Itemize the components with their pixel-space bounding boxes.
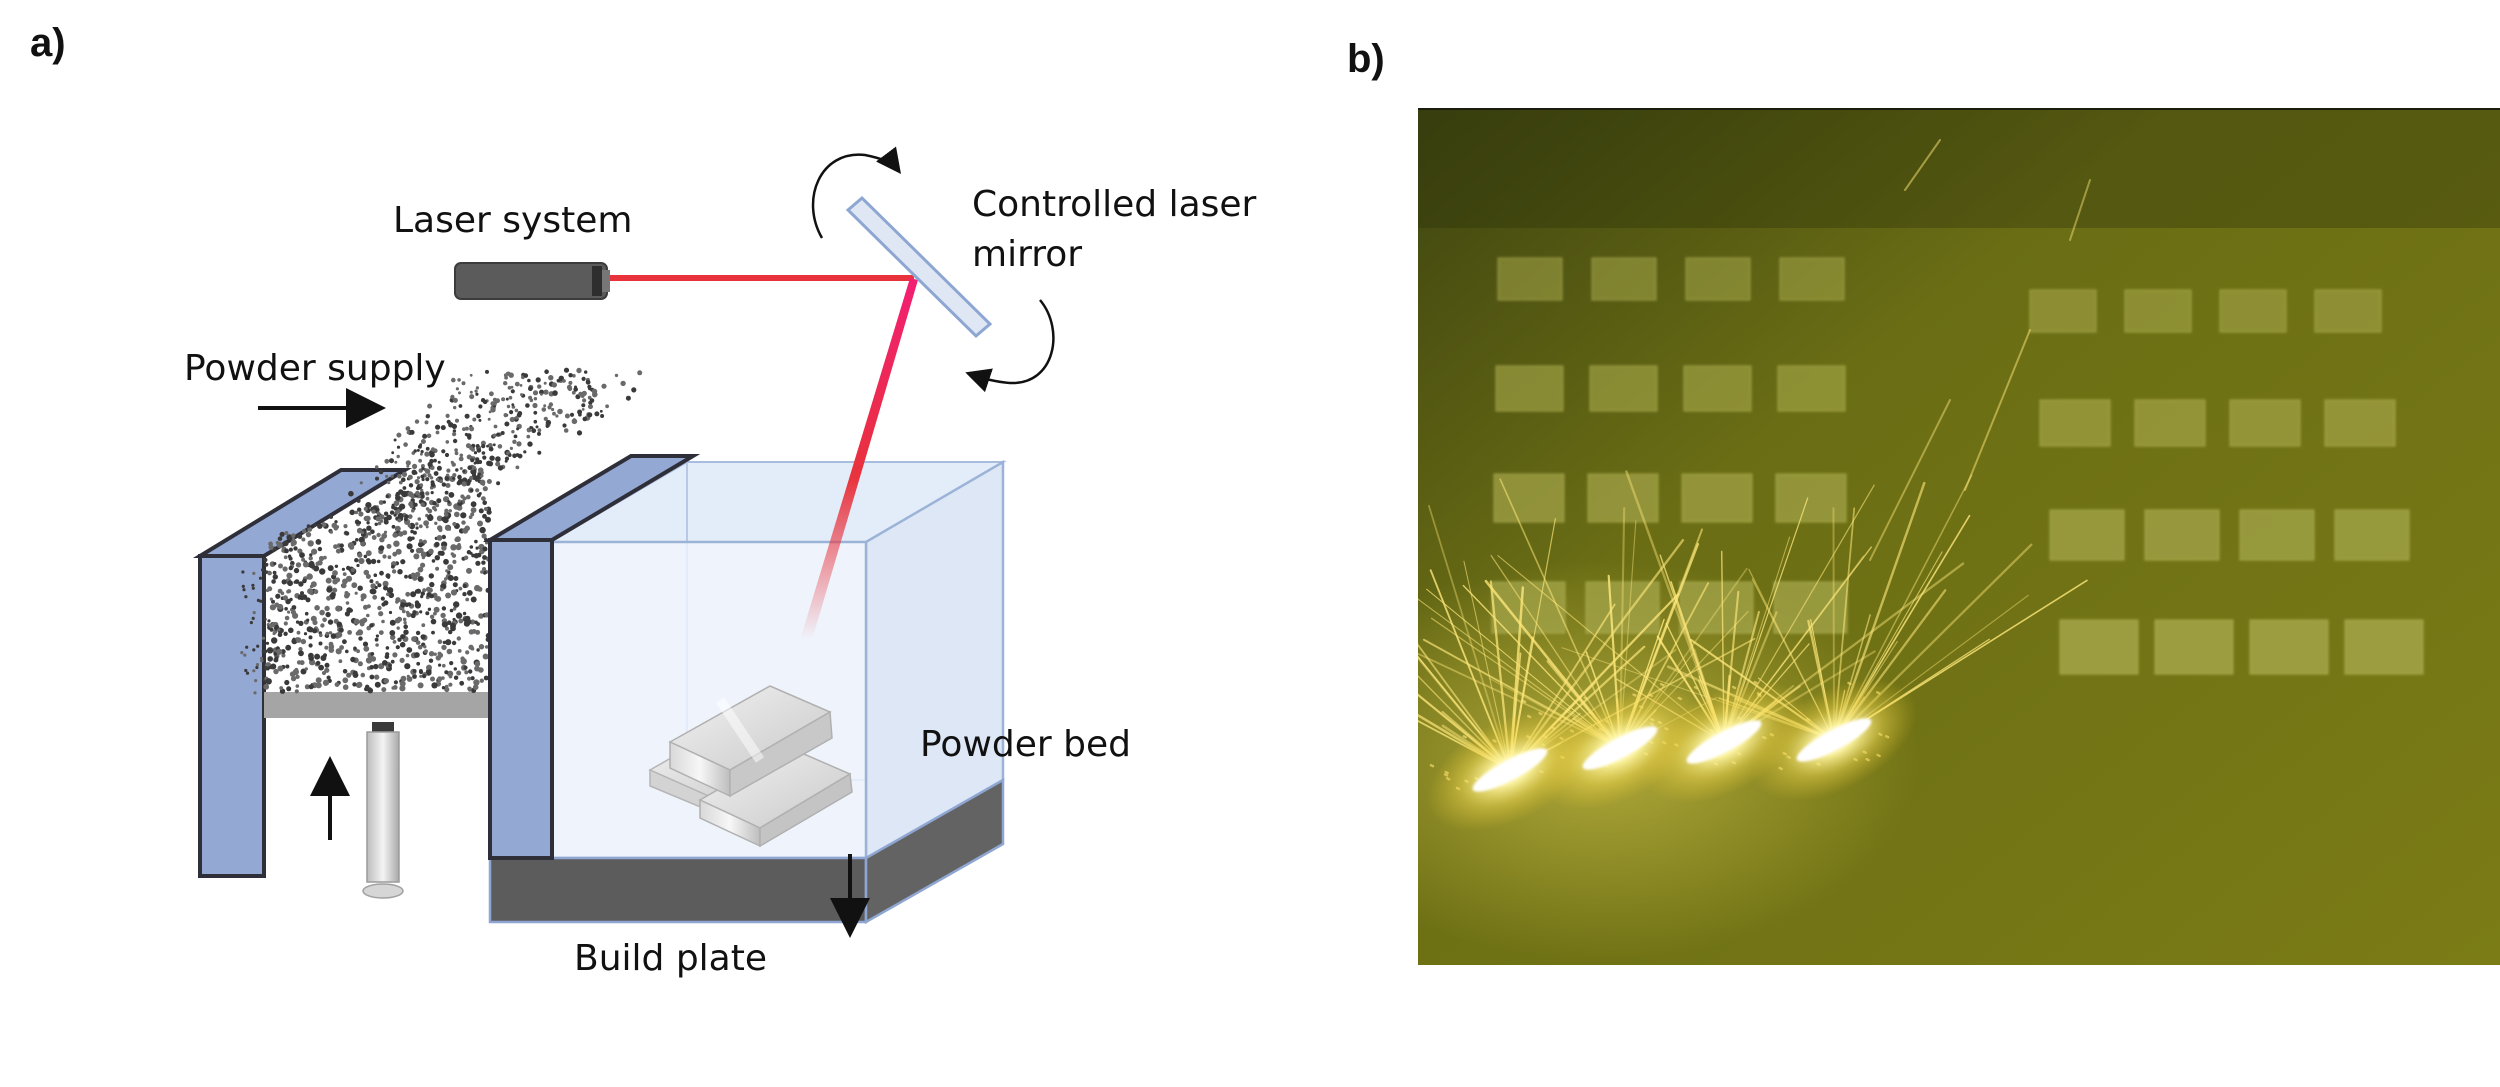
panel-a-label: a) (30, 21, 66, 65)
slm-diagram: Laser system Controlled laser mirror Pow… (184, 146, 1257, 979)
melt-pool-glows (1427, 678, 1917, 832)
panel-b-label: b) (1347, 37, 1385, 81)
mirror-rotation-arrow-top (811, 146, 902, 239)
label-build-plate: Build plate (574, 938, 767, 979)
label-powder-bed: Powder bed (920, 724, 1131, 765)
laser-mirror (845, 195, 993, 339)
build-plate (488, 777, 1005, 925)
powder-supply-hopper (192, 468, 490, 899)
laser-beam-to-bed (800, 278, 918, 640)
divider-wall (482, 454, 701, 860)
process-photo (1418, 108, 2500, 965)
label-powder-supply: Powder supply (184, 348, 446, 389)
printed-part-ingots (648, 685, 853, 848)
label-controlled-mirror-1: Controlled laser (972, 184, 1257, 225)
label-controlled-mirror-2: mirror (972, 234, 1082, 275)
label-laser-system: Laser system (393, 200, 632, 241)
printed-parts-grid (1491, 257, 2424, 675)
mirror-rotation-arrow-bottom (965, 299, 1055, 393)
laser-system-device (454, 262, 610, 300)
powder-particles (240, 367, 643, 695)
supply-piston (362, 722, 404, 899)
